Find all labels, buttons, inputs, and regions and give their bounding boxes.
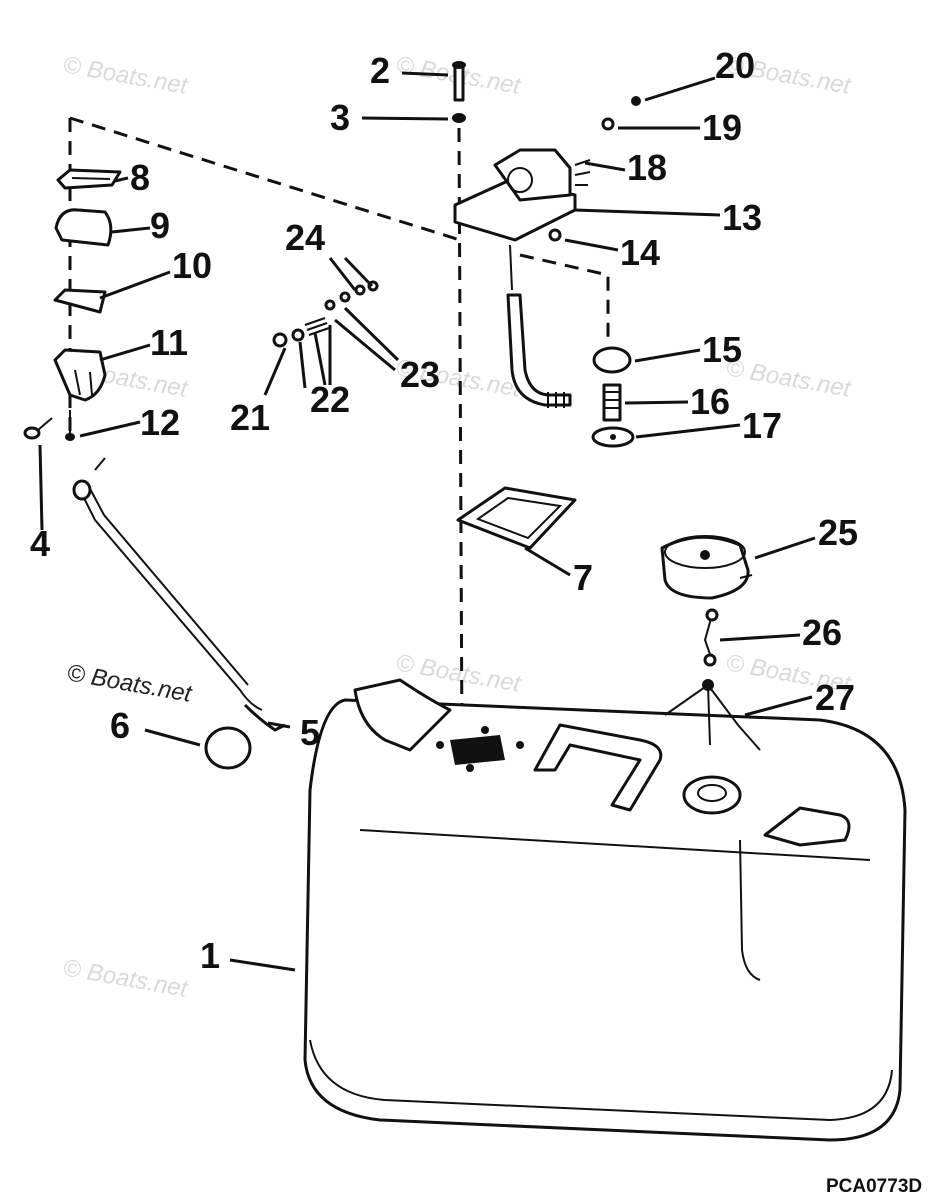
- callout-14: 14: [620, 232, 660, 273]
- callout-12: 12: [140, 402, 180, 443]
- callout-6: 6: [110, 705, 130, 746]
- callout-11: 11: [150, 322, 188, 363]
- callout-8: 8: [130, 157, 150, 198]
- callout-15: 15: [702, 329, 742, 370]
- gasket: [456, 486, 577, 550]
- callouts: 1 2 3 4 5 6 7 8 9 10 11 12 13 14 15 16 1…: [30, 45, 858, 976]
- screw-and-washer: [452, 61, 466, 123]
- callout-10: 10: [172, 245, 212, 286]
- small-hardware: [548, 96, 641, 242]
- callout-2: 2: [370, 50, 390, 91]
- float-parts: [591, 346, 635, 448]
- callout-5: 5: [300, 712, 320, 753]
- watermark: © Boats.net: [61, 954, 191, 1003]
- callout-22: 22: [310, 379, 350, 420]
- drawing-code: PCA0773D: [826, 1176, 922, 1197]
- callout-3: 3: [330, 97, 350, 138]
- watermark-dark: © Boats.net: [65, 659, 195, 708]
- callout-24: 24: [285, 217, 325, 258]
- callout-25: 25: [818, 512, 858, 553]
- callout-20: 20: [715, 45, 755, 86]
- fuel-tank: [303, 678, 907, 1142]
- callout-17: 17: [742, 405, 782, 446]
- callout-19: 19: [702, 107, 742, 148]
- callout-16: 16: [690, 381, 730, 422]
- callout-1: 1: [200, 935, 220, 976]
- callout-26: 26: [802, 612, 842, 653]
- callout-23: 23: [400, 354, 440, 395]
- spring-parts: [272, 280, 379, 348]
- callout-13: 13: [722, 197, 762, 238]
- cap-retainer: [664, 608, 761, 751]
- watermark: © Boats.net: [724, 354, 854, 403]
- callout-7: 7: [573, 557, 593, 598]
- vent-parts: [53, 168, 122, 402]
- callout-4: 4: [30, 523, 50, 564]
- gauge-assembly: [453, 148, 591, 408]
- vent-screws: [23, 410, 75, 441]
- leader-lines: [38, 71, 816, 972]
- callout-18: 18: [627, 147, 667, 188]
- callout-27: 27: [815, 677, 855, 718]
- fuel-cap: [660, 535, 753, 600]
- callout-9: 9: [150, 205, 170, 246]
- float-arm: [72, 457, 286, 770]
- watermark: © Boats.net: [61, 51, 191, 100]
- callout-21: 21: [230, 397, 270, 438]
